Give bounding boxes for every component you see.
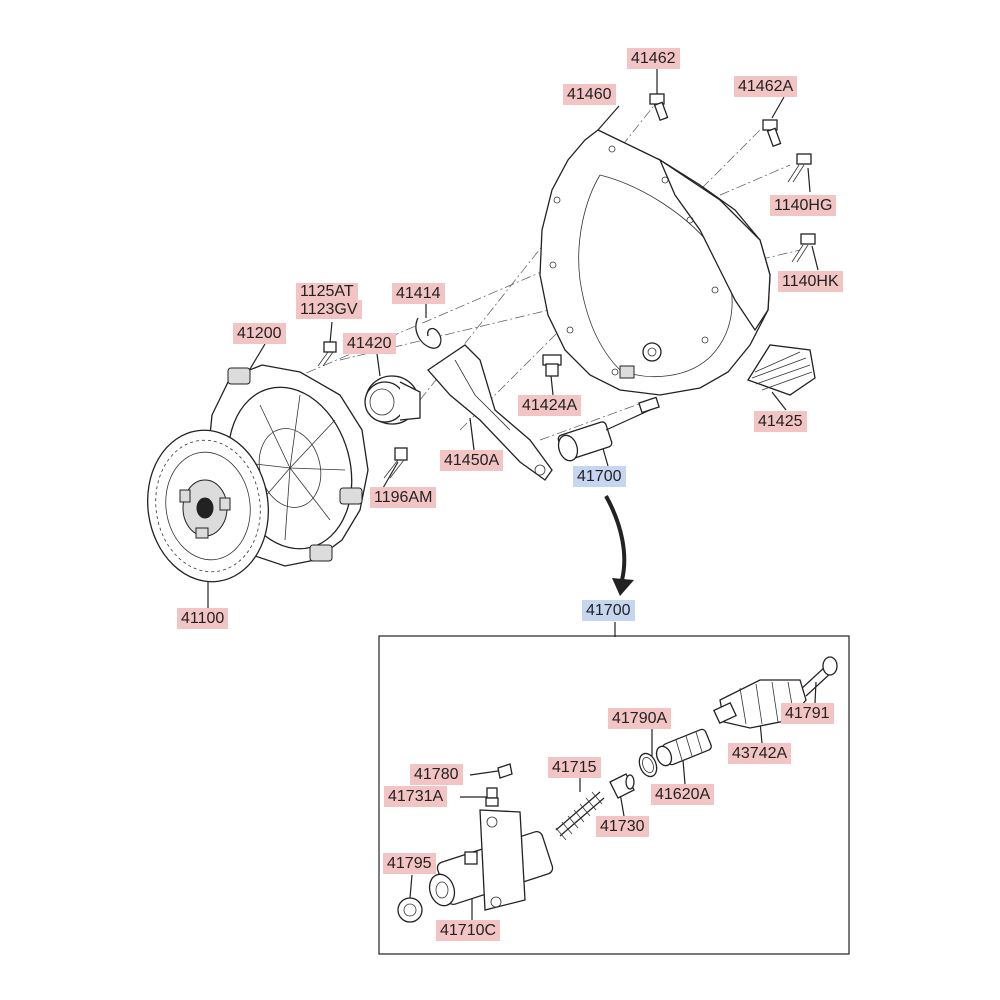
cylinder-body-41710C-icon [428,809,554,911]
bolt-41462A-icon [762,119,782,147]
part-label-41730[interactable]: 41730 [596,816,649,837]
detail-arrow-icon [604,495,634,596]
part-label-41790A[interactable]: 41790A [608,708,672,729]
bolt-41462-icon [649,93,669,121]
cap-41780-icon [497,763,513,779]
part-label-1140HG[interactable]: 1140HG [770,195,837,216]
release-bearing-icon [364,375,421,425]
fitting-41424A-icon [542,354,562,377]
part-label-41620A[interactable]: 41620A [651,784,715,805]
release-fork-icon [427,344,553,481]
bolt-1140HG-icon [787,153,812,183]
part-label-1125AT[interactable]: 1125AT [296,283,358,300]
assembly-label-41700[interactable]: 41700 [573,466,626,487]
bleeder-41731A-icon [485,787,499,807]
bolt-1125AT-icon [317,341,337,367]
detail-assembly-label-41700[interactable]: 41700 [582,600,635,621]
detail-box [378,635,850,955]
clutch-housing-icon [539,129,771,396]
spring-seat-41730-icon [609,773,635,799]
part-label-41460[interactable]: 41460 [563,84,616,105]
piston-41620A-icon [655,728,712,767]
part-label-41780[interactable]: 41780 [410,764,463,785]
part-label-41462[interactable]: 41462 [627,48,680,69]
part-label-41731A[interactable]: 41731A [384,786,448,807]
leader-lines [207,69,819,920]
clip-41414-icon [415,317,442,349]
part-label-41100[interactable]: 41100 [177,608,229,629]
part-label-41425[interactable]: 41425 [754,411,807,432]
part-label-41791[interactable]: 41791 [781,703,834,724]
part-label-41462A[interactable]: 41462A [734,76,798,97]
bolt-1196AM-icon [383,447,408,479]
bolt-1140HK-icon [791,233,816,263]
part-label-41710C[interactable]: 41710C [436,920,501,941]
part-label-41414[interactable]: 41414 [392,283,445,304]
part-label-41200[interactable]: 41200 [233,323,286,344]
part-label-41715[interactable]: 41715 [548,757,601,778]
part-label-43742A[interactable]: 43742A [728,743,792,764]
seal-41790A-icon [638,752,658,778]
part-label-41420[interactable]: 41420 [343,333,396,354]
clutch-cylinder-small-icon [557,396,660,462]
part-label-1123GV[interactable]: 1123GV [296,300,362,319]
boot-41425-icon [747,344,816,396]
part-label-41795[interactable]: 41795 [383,853,436,874]
boot-41795-icon [397,897,423,923]
pushrod-41791-icon [799,656,838,697]
part-label-41450A[interactable]: 41450A [440,450,504,471]
spring-41715-icon [555,791,605,841]
part-label-1196AM[interactable]: 1196AM [370,487,437,508]
clutch-disc-icon [146,429,270,583]
part-label-41424A[interactable]: 41424A [518,395,582,416]
part-label-1140HK[interactable]: 1140HK [778,271,843,292]
